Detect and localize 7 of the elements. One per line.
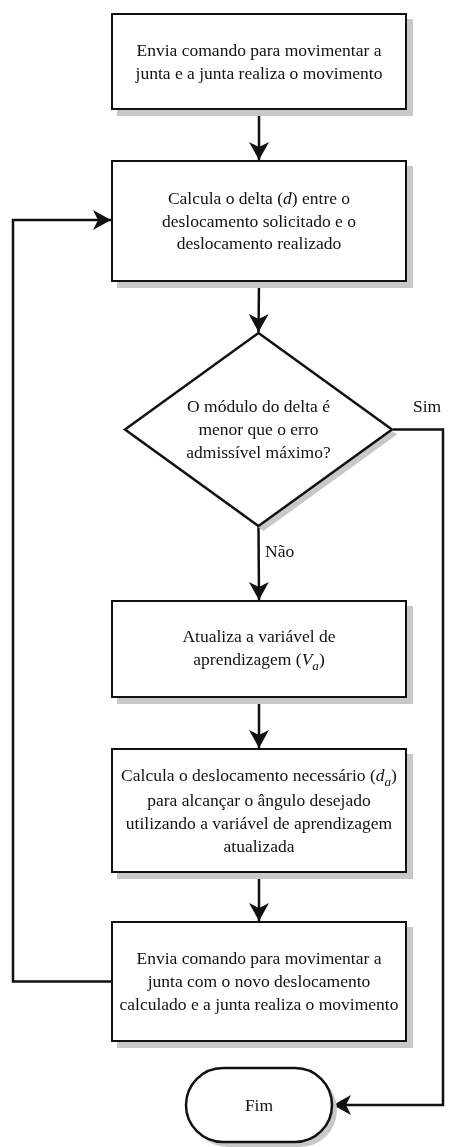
arrow bbox=[248, 527, 269, 600]
box-text: Calcula o deslocamento necessário (d$_{a}$) para alcançar o ângulo desejado utilizando a variável de aprendizagem atualizada bbox=[120, 763, 398, 858]
box-text: Envia comando para movimentar a junta e a junta realiza o movimento bbox=[134, 38, 384, 85]
arrow bbox=[11, 210, 111, 983]
box-text: Calcula o delta (d) entre o deslocamento solicitado e o deslocamento realizado bbox=[161, 186, 357, 256]
box-text: Atualiza a variável de aprendizagem (V$_{a}$) bbox=[181, 624, 337, 674]
box-text: Envia comando para movimentar a junta com o novo deslocamento calculado e a junta realiza o movimento bbox=[119, 947, 399, 1016]
